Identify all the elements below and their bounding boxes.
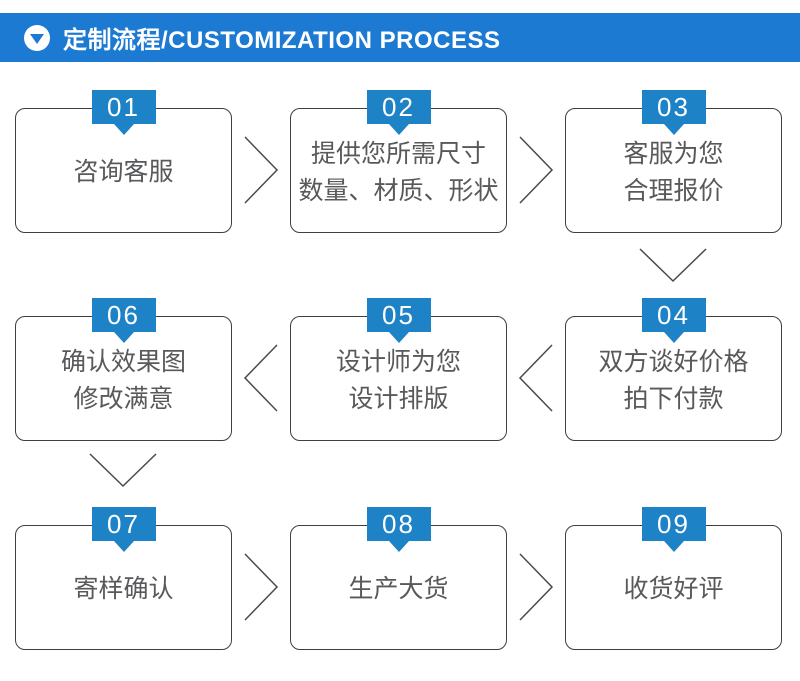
badge-pointer (388, 541, 409, 552)
step-number-badge: 06 (91, 298, 156, 343)
step-label: 确认效果图 修改满意 (60, 347, 186, 413)
step-number: 09 (657, 509, 690, 539)
arrow-right-icon (243, 135, 279, 205)
step-number: 06 (107, 300, 140, 330)
step-label: 设计师为您 设计排版 (335, 347, 461, 413)
step-number-badge: 02 (366, 90, 431, 135)
down-triangle-icon (30, 33, 44, 44)
step-number-badge: 01 (91, 90, 156, 135)
badge-pointer (663, 541, 684, 552)
step-label: 双方谈好价格 拍下付款 (598, 347, 749, 413)
badge-pointer (113, 332, 134, 343)
step-box-02: 02 提供您所需尺寸 数量、材质、形状 (290, 90, 507, 233)
arrow-right-icon (518, 552, 554, 622)
badge-pointer (388, 332, 409, 343)
arrow-left-icon (243, 343, 279, 413)
badge-pointer (113, 124, 134, 135)
arrow-right-icon (518, 135, 554, 205)
step-number-badge: 04 (641, 298, 706, 343)
step-box-04: 04 双方谈好价格 拍下付款 (565, 298, 782, 441)
step-number: 05 (382, 300, 415, 330)
section-title: 定制流程/CUSTOMIZATION PROCESS (63, 27, 501, 54)
badge-pointer (663, 332, 684, 343)
section-header: 定制流程/CUSTOMIZATION PROCESS (0, 13, 800, 62)
step-number: 02 (382, 92, 415, 122)
step-box-09: 09 收货好评 (565, 507, 782, 650)
step-label: 收货好评 (623, 575, 724, 603)
step-number-badge: 05 (366, 298, 431, 343)
step-label: 提供您所需尺寸 数量、材质、形状 (298, 139, 499, 205)
step-label: 寄样确认 (73, 575, 174, 603)
step-box-03: 03 客服为您 合理报价 (565, 90, 782, 233)
step-number-badge: 07 (91, 507, 156, 552)
badge-pointer (388, 124, 409, 135)
step-number: 07 (107, 509, 140, 539)
step-box-01: 01 咨询客服 (15, 90, 232, 233)
badge-pointer (663, 124, 684, 135)
badge-pointer (113, 541, 134, 552)
step-box-06: 06 确认效果图 修改满意 (15, 298, 232, 441)
step-label: 生产大货 (348, 575, 449, 603)
step-number: 03 (657, 92, 690, 122)
down-arrow-circle-icon (24, 24, 50, 51)
arrow-down-icon (88, 452, 158, 488)
step-box-08: 08 生产大货 (290, 507, 507, 650)
arrow-down-icon (638, 247, 708, 283)
step-number-badge: 08 (366, 507, 431, 552)
step-number: 01 (107, 92, 140, 122)
step-number: 04 (657, 300, 690, 330)
step-label: 客服为您 合理报价 (623, 139, 724, 205)
arrow-left-icon (518, 343, 554, 413)
step-number-badge: 09 (641, 507, 706, 552)
arrow-right-icon (243, 552, 279, 622)
step-number: 08 (382, 509, 415, 539)
step-number-badge: 03 (641, 90, 706, 135)
step-label: 咨询客服 (73, 158, 174, 186)
step-box-05: 05 设计师为您 设计排版 (290, 298, 507, 441)
step-box-07: 07 寄样确认 (15, 507, 232, 650)
